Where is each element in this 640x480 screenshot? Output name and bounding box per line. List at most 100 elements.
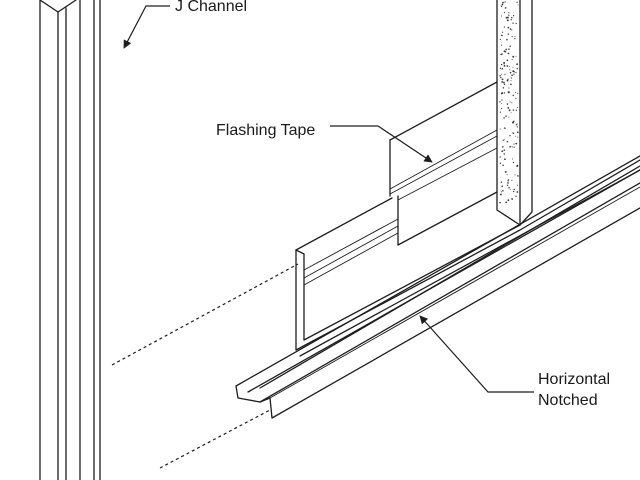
stipple-dot: [509, 71, 512, 74]
stipple-dot: [515, 195, 517, 197]
stipple-dot: [500, 63, 503, 66]
stipple-dot: [501, 150, 504, 153]
stipple-dot: [502, 189, 504, 192]
stipple-dot: [503, 127, 506, 129]
stipple-dot: [499, 128, 501, 130]
stipple-dot: [507, 199, 510, 202]
stipple-dot: [506, 59, 509, 62]
stipple-dot: [507, 179, 509, 180]
stipple-dot: [511, 198, 513, 200]
stipple-dot: [511, 36, 513, 38]
stipple-dot: [500, 15, 503, 17]
stipple-dot: [501, 185, 503, 188]
j-channel: [39, 0, 101, 480]
j-channel-label: J Channel: [175, 0, 248, 15]
stipple-dot: [502, 139, 504, 141]
stipple-dot: [502, 87, 505, 89]
stipple-dot: [501, 44, 503, 46]
stipple-dot: [513, 143, 515, 145]
stipple-dot: [515, 142, 518, 145]
stipple-dot: [512, 120, 515, 123]
stipple-dot: [501, 3, 504, 6]
stipple-dot: [509, 135, 511, 137]
stipple-dot: [511, 59, 513, 61]
stipple-dot: [514, 174, 516, 176]
stipple-dot: [512, 22, 514, 24]
stipple-dot: [505, 48, 508, 51]
stipple-dot: [517, 92, 519, 94]
stipple-dot: [513, 71, 515, 73]
flashing-tape-label: Flashing Tape: [216, 122, 316, 139]
stipple-dot: [512, 15, 515, 17]
stipple-dot: [510, 83, 512, 86]
stipple-dot: [499, 111, 502, 113]
stipple-dot: [511, 179, 513, 181]
stipple-dot: [508, 12, 510, 14]
stipple-dot: [512, 67, 514, 69]
stipple-dot: [515, 92, 517, 93]
stipple-dot: [515, 109, 517, 111]
stipple-dot: [499, 201, 501, 204]
stipple-dot: [504, 73, 506, 75]
stipple-dot: [501, 99, 503, 101]
stipple-dot: [501, 31, 504, 33]
stipple-dot: [506, 16, 509, 19]
stipple-dot: [500, 34, 503, 37]
stipple-dot: [506, 79, 509, 82]
stipple-dot: [508, 92, 510, 94]
stipple-dot: [506, 140, 509, 143]
stipple-dot: [500, 53, 502, 56]
stipple-dot: [504, 170, 507, 173]
stipple-dot: [506, 184, 509, 187]
concrete-column: [496, 0, 533, 226]
stipple-dot: [511, 74, 513, 77]
stipple-dot: [500, 93, 503, 95]
stipple-dot: [512, 55, 515, 58]
stipple-dot: [506, 173, 508, 175]
stipple-dot: [499, 67, 502, 69]
stipple-dot: [510, 80, 512, 82]
stipple-dot: [503, 61, 505, 64]
stipple-dot: [503, 26, 506, 28]
stipple-dot: [507, 52, 510, 55]
stipple-dot: [501, 53, 503, 55]
stipple-dot: [503, 117, 505, 119]
stipple-dot: [509, 188, 511, 190]
stipple-dot: [503, 139, 505, 141]
stipple-dot: [499, 193, 502, 196]
stipple-dot: [512, 132, 514, 134]
stipple-dot: [502, 1, 504, 4]
horizontal-notched-rail: [235, 155, 640, 419]
stipple-dot: [502, 146, 504, 148]
j-channel-leader: [123, 5, 170, 49]
stipple-dot: [512, 94, 515, 97]
stipple-dot: [503, 83, 506, 86]
stipple-dot: [505, 16, 508, 19]
stipple-dot: [508, 187, 510, 189]
stipple-dot: [509, 66, 510, 68]
stipple-dot: [499, 75, 501, 77]
stipple-dot: [516, 131, 519, 134]
stipple-dot: [501, 78, 504, 81]
stipple-dot: [500, 76, 502, 79]
stipple-dot: [512, 109, 515, 111]
stipple-dot: [513, 188, 515, 191]
stipple-dot: [512, 190, 515, 193]
horizontal-notched-label-line1: Horizontal: [538, 371, 611, 388]
stipple-dot: [516, 123, 518, 125]
stipple-dot: [517, 136, 519, 138]
stipple-dot: [516, 1, 518, 4]
stipple-dot: [505, 115, 507, 117]
stipple-dot: [503, 50, 506, 53]
stipple-dot: [510, 112, 512, 114]
stipple-dot: [510, 77, 512, 79]
stipple-dot: [516, 126, 518, 128]
stipple-dot: [501, 107, 503, 110]
stipple-dot: [506, 19, 509, 22]
stipple-dot: [516, 67, 518, 70]
stipple-dot: [508, 116, 510, 118]
stipple-dot: [509, 45, 511, 47]
stipple-dot: [515, 55, 517, 57]
stipple-dot: [507, 180, 509, 182]
